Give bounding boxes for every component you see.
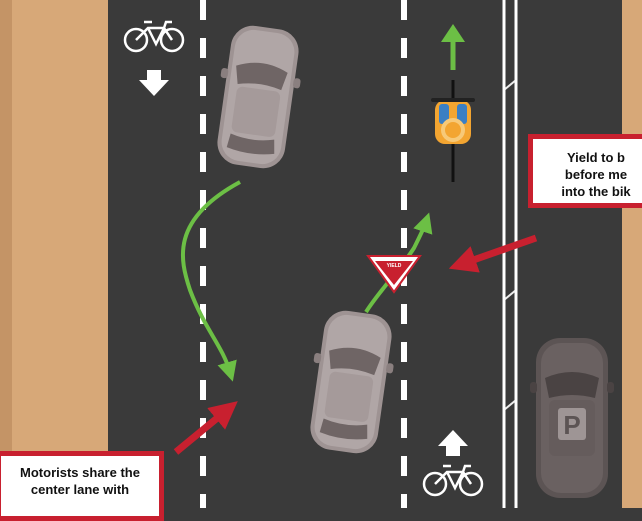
street-diagram: YIELD P — [0, 0, 642, 508]
callout-share-line-2: center lane with — [1, 481, 159, 498]
parked-car-label: P — [563, 410, 580, 440]
yield-sign-text: YIELD — [387, 263, 402, 269]
sidewalk-left-edge — [0, 0, 12, 508]
callout-yield-line-3: into the bik — [539, 183, 642, 200]
cyclist-icon — [431, 98, 475, 144]
callout-yield-line-1: Yield to b — [539, 149, 642, 166]
callout-yield-line-2: before me — [539, 166, 642, 183]
sidewalk-left — [0, 0, 108, 508]
parked-car-icon: P — [530, 338, 614, 498]
callout-share-line-1: Motorists share the — [1, 464, 159, 481]
callout-yield: Yield to b before me into the bik — [528, 134, 642, 208]
sidewalk-right — [622, 0, 642, 508]
callout-share: Motorists share the center lane with — [0, 451, 164, 521]
